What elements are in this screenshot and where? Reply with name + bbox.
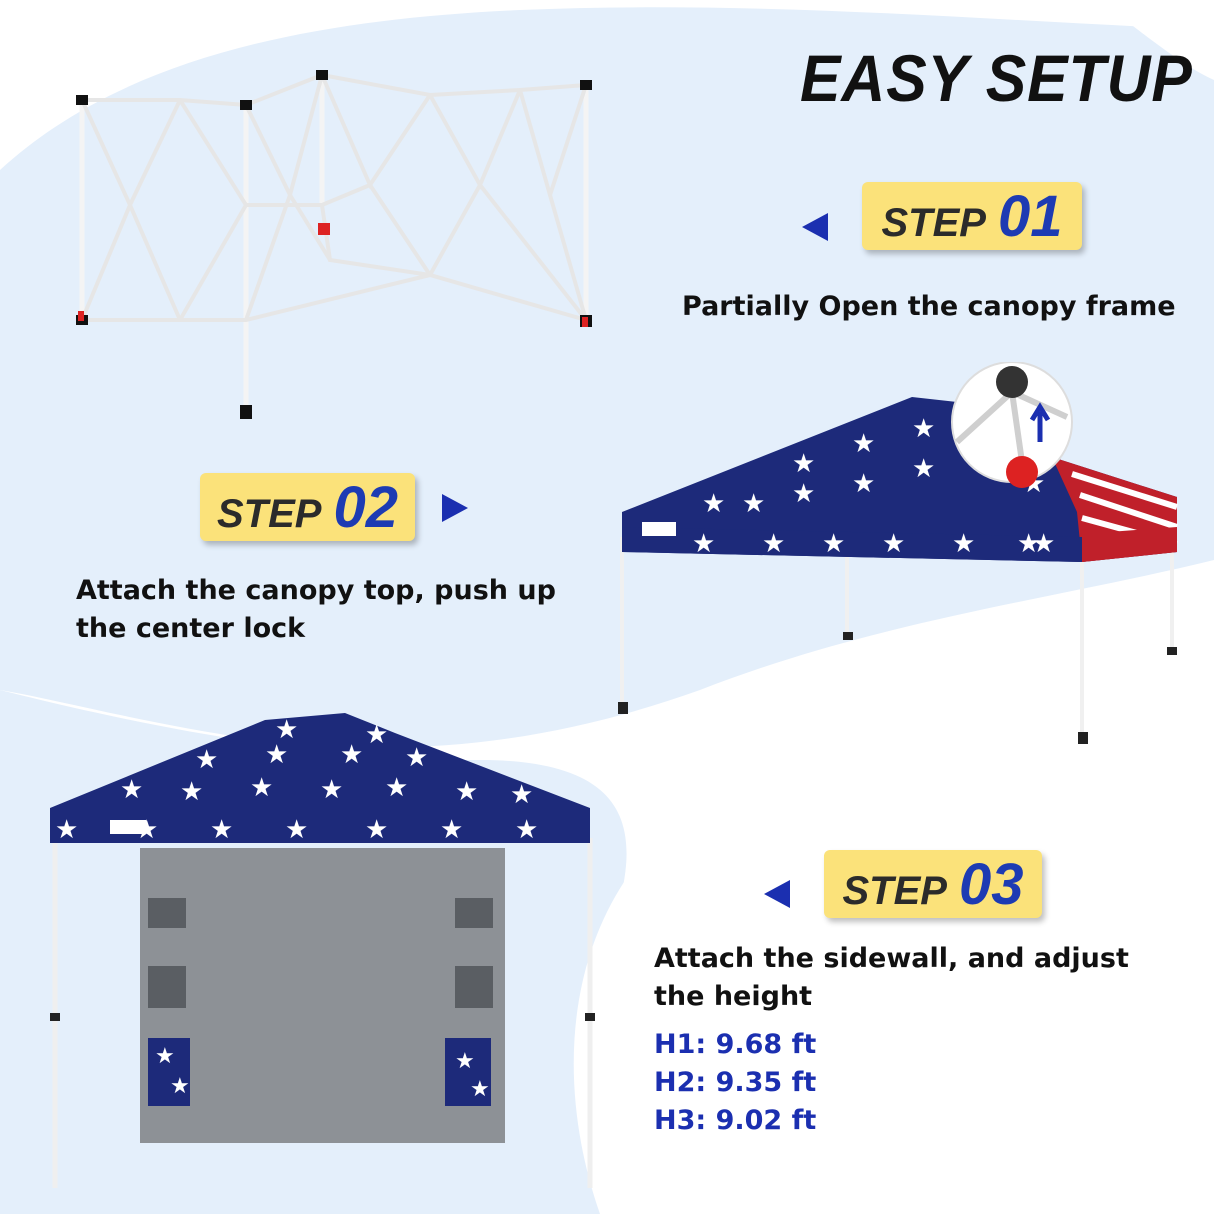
svg-text:★: ★ [852,429,875,459]
svg-text:★: ★ [822,529,845,559]
step-02-badge: STEP 02 [200,473,415,541]
svg-text:★: ★ [510,780,533,810]
step-03-number: 03 [958,852,1024,917]
svg-text:★: ★ [405,743,428,773]
svg-text:★: ★ [320,775,343,805]
svg-text:★: ★ [952,529,975,559]
svg-text:★: ★ [365,720,388,750]
svg-text:★: ★ [742,489,765,519]
svg-text:★: ★ [702,489,725,519]
step-03-description: Attach the sidewall, and adjust the heig… [654,940,1129,1016]
step-02-description-line-1: Attach the canopy top, push up [76,575,556,606]
step-01-arrow [802,213,828,241]
svg-text:★: ★ [1017,529,1040,559]
svg-text:★: ★ [120,775,143,805]
sidewall-canopy-illustration: ★★★ ★★★ ★★★ ★★★ ★★★ ★★★ ★★ ★★★★ [50,713,595,1188]
step-01-badge: STEP 01 [862,182,1082,250]
step-01-word: STEP [881,201,986,245]
step-01-number: 01 [997,184,1063,249]
height-h2: H2: 9.35 ft [654,1067,817,1098]
svg-text:★: ★ [1032,529,1055,559]
step-03-word: STEP [842,869,947,913]
step-02-description-line-2: the center lock [76,613,306,644]
step-01-description: Partially Open the canopy frame [682,291,1176,322]
svg-text:★: ★ [912,454,935,484]
svg-text:★: ★ [195,745,218,775]
svg-text:★: ★ [180,777,203,807]
svg-text:★: ★ [340,740,363,770]
svg-text:★: ★ [762,529,785,559]
svg-text:★: ★ [692,529,715,559]
svg-text:★: ★ [170,1074,190,1099]
svg-text:★: ★ [55,815,78,845]
svg-text:★: ★ [285,815,308,845]
svg-text:★: ★ [792,449,815,479]
svg-text:★: ★ [440,815,463,845]
svg-text:★: ★ [515,815,538,845]
svg-text:★: ★ [455,777,478,807]
step-03-arrow [764,880,790,908]
step-03-description-line-2: the height [654,981,813,1012]
svg-text:★: ★ [455,1049,475,1074]
flag-canopy-illustration: ★★★ ★★★ ★★★ ★★★ ★★★ ★★★ [618,362,1178,744]
svg-text:★: ★ [210,815,233,845]
height-h3: H3: 9.02 ft [654,1105,817,1136]
step-02-arrow [442,494,468,522]
svg-text:★: ★ [912,414,935,444]
svg-text:★: ★ [852,469,875,499]
svg-text:★: ★ [470,1077,490,1102]
svg-text:★: ★ [250,773,273,803]
canopy-frame-illustration [76,70,592,419]
svg-text:★: ★ [365,815,388,845]
svg-text:★: ★ [265,740,288,770]
page-title: EASY SETUP [800,41,1193,115]
svg-text:★: ★ [275,715,298,745]
svg-text:★: ★ [882,529,905,559]
step-02-number: 02 [333,475,398,540]
step-02-word: STEP [217,492,322,536]
height-h1: H1: 9.68 ft [654,1029,817,1060]
svg-text:★: ★ [792,479,815,509]
step-03-badge: STEP 03 [824,850,1042,918]
svg-text:★: ★ [385,773,408,803]
svg-text:★: ★ [155,1044,175,1069]
step-02-description: Attach the canopy top, push up the cente… [76,572,556,648]
step-03-description-line-1: Attach the sidewall, and adjust [654,943,1129,974]
